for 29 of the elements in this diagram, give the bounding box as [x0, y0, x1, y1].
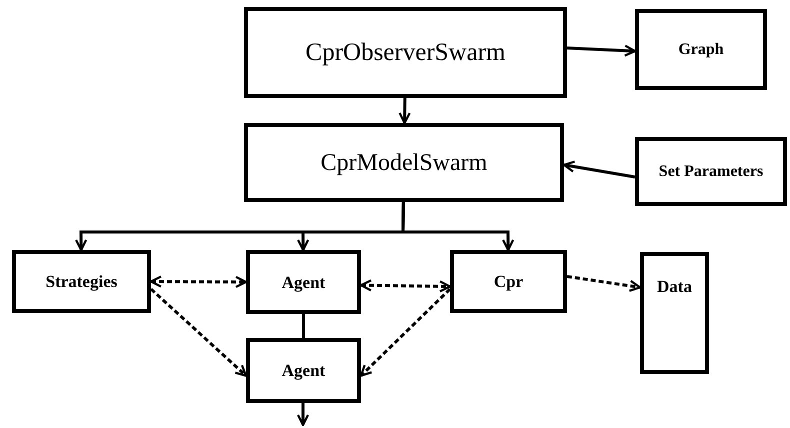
box-label: Graph [678, 42, 724, 58]
arrow [398, 98, 411, 124]
process-box [12, 250, 151, 313]
arrow [150, 288, 248, 377]
process-box [635, 137, 787, 206]
connector-line [302, 314, 305, 338]
arrow [401, 202, 514, 252]
box-label: Agent [282, 274, 326, 290]
arrow [360, 279, 452, 292]
arrow [562, 160, 636, 178]
process-box [640, 252, 709, 374]
process-box [244, 7, 567, 98]
process-box [246, 338, 361, 403]
process-box [246, 250, 361, 314]
box-label: Data [657, 278, 692, 295]
process-box [244, 123, 564, 202]
box-label: Strategies [46, 273, 118, 290]
box-label: Set Parameters [658, 164, 764, 180]
arrow [566, 274, 642, 292]
arrow [566, 44, 636, 57]
box-label: CprModelSwarm [320, 150, 488, 174]
process-box [450, 250, 567, 313]
arrow [296, 403, 310, 426]
arrow [360, 288, 452, 377]
box-label: Cpr [494, 273, 524, 290]
arrow [150, 275, 248, 288]
process-box [635, 9, 767, 90]
box-label: CprObserverSwarm [306, 40, 506, 65]
box-label: Agent [282, 362, 326, 379]
